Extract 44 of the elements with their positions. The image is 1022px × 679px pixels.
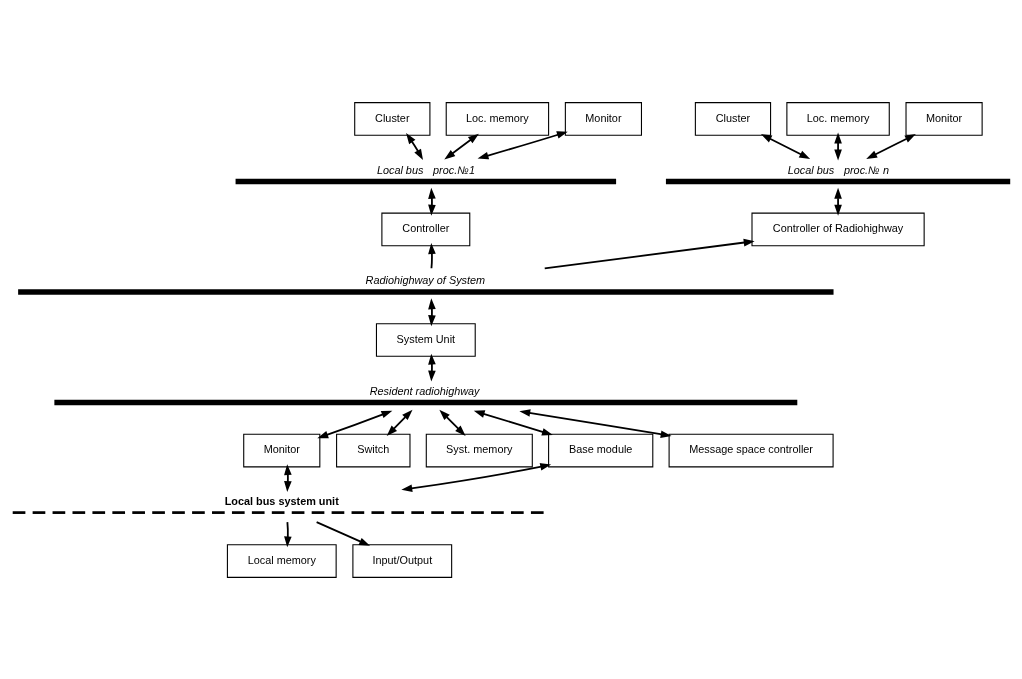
node-label: Local bus [376, 163, 424, 176]
node-box: Message space controller [668, 433, 834, 467]
arrow [473, 409, 553, 435]
node-box: Cluster [354, 101, 431, 136]
arrow [428, 242, 436, 269]
node-box: Switch [336, 433, 411, 467]
node-label: proc.№ n [843, 163, 889, 176]
node-box: Controller of Radiohighway [751, 212, 925, 246]
arrow [444, 133, 479, 159]
arrow [428, 353, 436, 381]
arrow [317, 410, 393, 438]
arrow [386, 409, 413, 436]
arrow [834, 132, 842, 160]
node-bar [54, 399, 798, 405]
arrow [315, 520, 370, 546]
arrow [439, 409, 466, 436]
arrow [401, 462, 552, 492]
node-label: Local bus [787, 163, 835, 176]
node-bar [18, 288, 834, 295]
node-bar [235, 178, 617, 184]
arrow [284, 520, 292, 547]
node-box: Controller [381, 212, 471, 246]
node-box: Syst. memory [425, 433, 533, 467]
arrow [866, 133, 916, 159]
arrow [406, 132, 423, 160]
node-box: Local memory [226, 543, 337, 578]
node-box: Monitor [905, 101, 983, 136]
arrow [519, 408, 672, 438]
node-box: Monitor [243, 433, 321, 467]
node-bar [665, 178, 1011, 184]
arrow [760, 133, 811, 159]
node-box: Loc. memory [786, 101, 890, 136]
node-box: System Unit [375, 322, 476, 357]
node-box: Loc. memory [445, 101, 550, 136]
node-label: Local bus system unit [224, 494, 339, 507]
node-box: Base module [548, 433, 654, 467]
node-box: Monitor [564, 101, 642, 136]
node-box: Input/Output [352, 543, 453, 578]
node-label: proc.№1 [433, 163, 476, 176]
node-label: Resident radiohighway [369, 384, 480, 397]
node-box: Cluster [694, 101, 772, 136]
node-label: Radiohighway of System [365, 273, 486, 286]
arrow [543, 238, 755, 269]
arrow [477, 130, 568, 159]
